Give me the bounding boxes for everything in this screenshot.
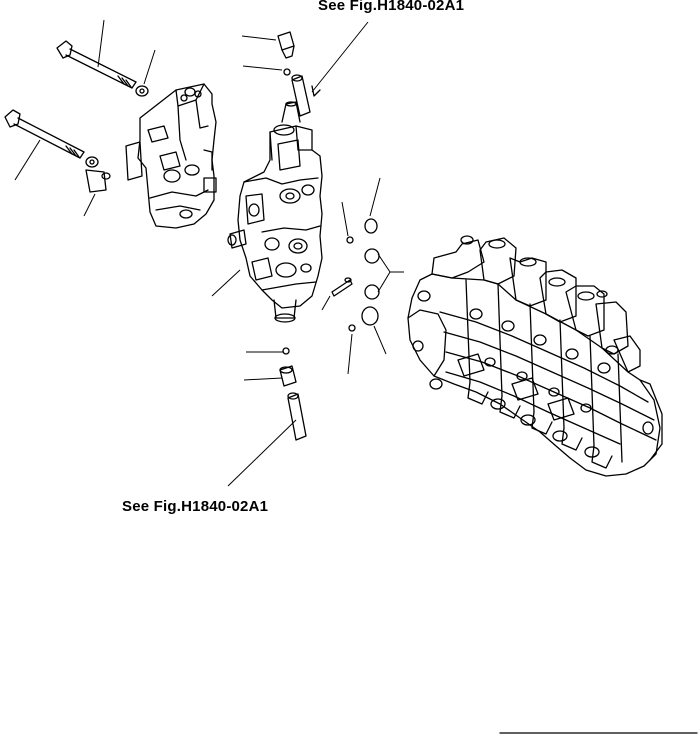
callout-leader-nut-lower	[83, 193, 96, 217]
tie-bolt-lower	[4, 109, 85, 159]
main-control-valve-assembly	[407, 235, 663, 477]
callout-leader-washer-upper	[143, 49, 156, 85]
callout-bracket-orings	[377, 253, 404, 293]
callout-leader-oring-d	[347, 333, 353, 375]
callout-leader-oring-e	[373, 325, 387, 355]
oring-top	[283, 68, 291, 76]
tube-fitting-top	[291, 74, 311, 117]
callout-leader-oring-b	[341, 201, 349, 237]
callout-leader-plug-bottom	[243, 377, 283, 381]
plug-top	[277, 31, 295, 59]
oring-group	[331, 218, 380, 332]
reference-leader-top	[311, 21, 369, 93]
nut-lower	[85, 169, 111, 193]
callout-leader-bolt-upper	[97, 19, 105, 68]
reference-leader-bottom	[227, 419, 297, 487]
reference-label-top[interactable]: See Fig.H1840-02A1	[318, 0, 465, 14]
oring-bottom	[282, 347, 290, 355]
tube-fitting-bottom	[287, 392, 307, 441]
washer-upper	[135, 85, 149, 97]
reference-label-bottom[interactable]: See Fig.H1840-02A1	[122, 498, 269, 515]
washer-lower	[85, 156, 99, 168]
callout-leader-bolt-lower	[14, 139, 41, 181]
end-valve-section	[125, 83, 217, 229]
control-valve-section	[227, 101, 323, 323]
callout-leader-oring-a	[369, 177, 381, 217]
callout-leader-oring-c	[321, 295, 331, 311]
callout-leader-oring-top	[242, 65, 283, 71]
tie-bolt-upper	[56, 40, 137, 89]
callout-leader-body	[211, 269, 241, 297]
plug-bottom	[279, 365, 297, 387]
reference-arrow-top	[311, 85, 321, 97]
callout-leader-plug-top	[241, 35, 277, 41]
